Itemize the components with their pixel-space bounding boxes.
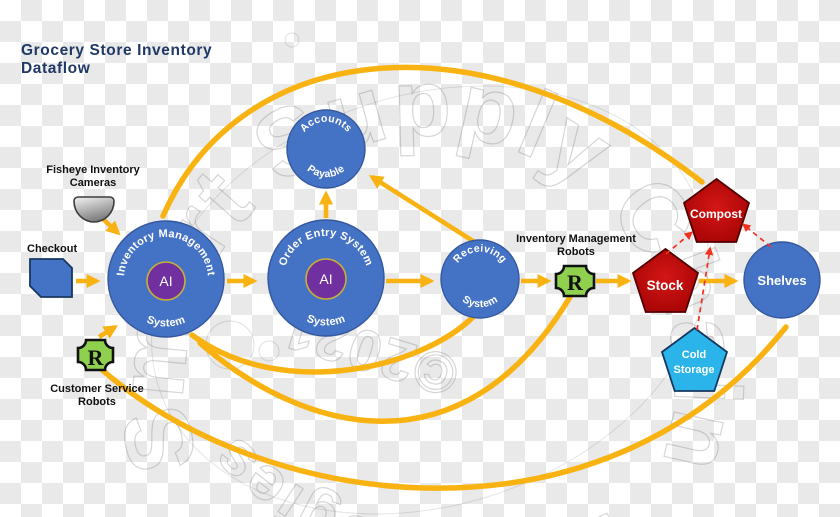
compost-pentagon xyxy=(682,177,751,243)
customer-robots-label-line1: Customer Service xyxy=(50,383,144,395)
ap-arc-bottom-label: Payable xyxy=(305,163,347,181)
compost-label: Compost xyxy=(690,207,742,221)
edge-shelves-to-compost xyxy=(742,223,772,248)
fisheye-label-line2: Cameras xyxy=(70,177,116,189)
edge-ims-to-inventory-robots-curve xyxy=(197,294,573,424)
stock-pentagon xyxy=(631,247,700,313)
customer-robots-label-line2: Robots xyxy=(78,396,116,408)
cold-storage-label-line2: Storage xyxy=(674,364,715,376)
oes-ai-core xyxy=(305,258,347,300)
edge-customer-robots-to-ims xyxy=(97,325,119,339)
stock-label: Stock xyxy=(647,278,684,293)
cold-storage-pentagon xyxy=(660,326,729,392)
fisheye-camera-dome xyxy=(73,196,115,223)
inventory-robots-label-line2: Robots xyxy=(557,246,595,258)
page-title-line1: Grocery Store Inventory xyxy=(21,42,212,59)
customer-service-robot-badge xyxy=(76,338,115,372)
checkout-shape xyxy=(29,258,73,298)
edge-stock-to-compost xyxy=(665,231,693,255)
oes-arc-bottom-label: System xyxy=(305,313,347,329)
shelves-node xyxy=(743,241,821,319)
watermark-circle xyxy=(284,32,300,48)
edge-fisheye-to-ims xyxy=(101,217,121,236)
compost-dashed-arrows xyxy=(665,223,772,331)
checkout-label: Checkout xyxy=(27,243,77,255)
edge-cold-storage-to-compost xyxy=(696,246,714,331)
cold-storage-label-line1: Cold xyxy=(682,349,706,361)
receiving-arc-bottom-label: System xyxy=(460,293,500,310)
ims-ai-core xyxy=(146,261,186,301)
inventory-robot-badge-letter: R xyxy=(567,270,584,295)
edge-ims-to-receiving-curve xyxy=(189,313,477,375)
receiving-system-node xyxy=(440,239,520,319)
inventory-robots-label-line1: Inventory Management xyxy=(516,233,636,245)
flow-curves xyxy=(97,64,789,491)
inventory-management-robot-badge xyxy=(554,264,596,298)
accounts-payable-node xyxy=(286,109,366,189)
edge-customer-robots-to-shelves-curve xyxy=(97,324,789,491)
oes-ai-label: AI xyxy=(319,271,332,287)
edge-ims-to-compost xyxy=(160,64,705,219)
shelves-label: Shelves xyxy=(757,273,806,288)
customer-robot-badge-letter: R xyxy=(88,345,105,370)
watermark-circle xyxy=(258,340,280,362)
fisheye-label-line1: Fisheye Inventory xyxy=(46,164,140,176)
page-title-line2: Dataflow xyxy=(21,60,91,77)
ims-arc-bottom-label: System xyxy=(145,314,187,330)
ims-ai-label: AI xyxy=(159,273,172,289)
